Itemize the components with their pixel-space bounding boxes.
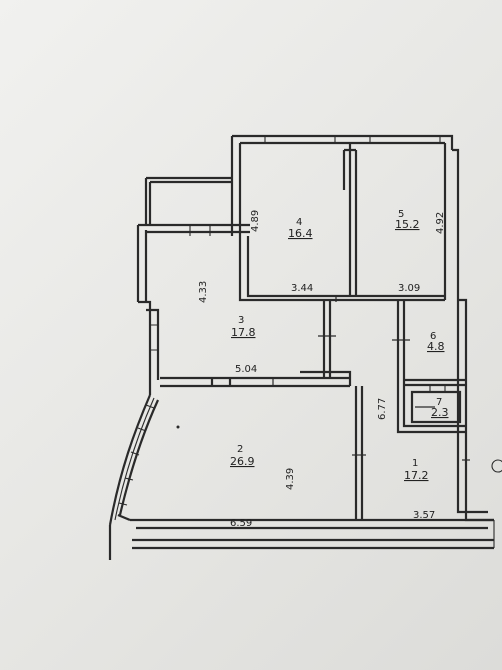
room-2-label: 2 26.9 — [230, 444, 255, 468]
room-5-number: 5 — [398, 209, 404, 220]
room-6-area: 4.8 — [427, 340, 445, 353]
room-4-label: 4 16.4 — [288, 217, 313, 240]
room-1-number: 1 — [412, 458, 418, 469]
dim-309: 3.09 — [398, 283, 420, 294]
room-2-number: 2 — [237, 444, 243, 455]
room-7-number: 7 — [436, 397, 442, 408]
room-6-label: 6 4.8 — [427, 331, 445, 353]
room-1-area: 17.2 — [404, 469, 429, 482]
door-marks — [272, 295, 470, 461]
dim-677: 6.77 — [377, 398, 388, 420]
room-6-number: 6 — [430, 331, 436, 342]
dim-344: 3.44 — [291, 283, 313, 294]
dot-mark — [176, 425, 180, 429]
interior-walls — [160, 143, 466, 520]
room-5-label: 5 15.2 — [395, 209, 420, 231]
dim-492: 4.92 — [435, 212, 446, 234]
room-3-area: 17.8 — [231, 326, 256, 339]
room-4-area: 16.4 — [288, 227, 313, 240]
outer-walls — [108, 134, 495, 560]
room-2-area: 26.9 — [230, 455, 255, 468]
edge-circle-mark — [491, 459, 502, 473]
room-1-label: 1 17.2 — [404, 458, 429, 482]
dim-659: 6.59 — [230, 518, 252, 529]
dim-433: 4.33 — [198, 281, 209, 303]
room-7-label: 7 2.3 — [431, 397, 449, 419]
room-3-number: 3 — [238, 315, 244, 326]
dim-489: 4.89 — [250, 210, 261, 232]
room-3-label: 3 17.8 — [231, 315, 256, 339]
room-4-number: 4 — [296, 217, 302, 228]
dim-357: 3.57 — [413, 510, 435, 521]
room-5-area: 15.2 — [395, 218, 420, 231]
dim-439: 4.39 — [285, 468, 296, 490]
room-7-area: 2.3 — [431, 406, 449, 419]
dim-504: 5.04 — [235, 364, 257, 375]
